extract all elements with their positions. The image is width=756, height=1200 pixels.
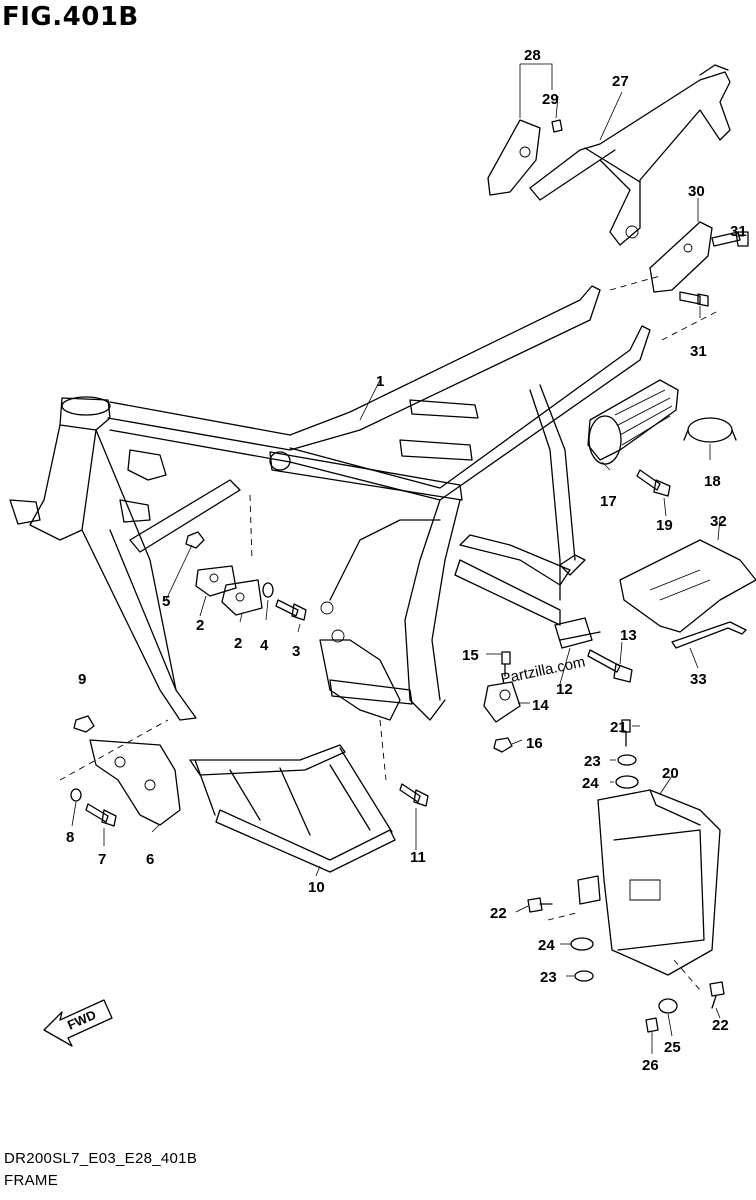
washer-8[interactable] — [70, 788, 82, 802]
cushion-12[interactable] — [554, 617, 601, 649]
callout-c23a[interactable]: 23 — [584, 753, 601, 770]
bolt-15[interactable] — [501, 651, 511, 677]
callout-c20[interactable]: 20 — [662, 765, 679, 782]
callout-c16[interactable]: 16 — [526, 735, 543, 752]
figure-title: FIG.401B — [2, 2, 139, 32]
callout-c14[interactable]: 14 — [532, 697, 549, 714]
cushion-23b[interactable] — [574, 970, 594, 982]
side-plate-30[interactable] — [649, 221, 713, 293]
callout-c31a[interactable]: 31 — [730, 223, 747, 240]
callout-c2a[interactable]: 2 — [196, 617, 204, 634]
nut-5[interactable] — [185, 531, 205, 549]
bolt-13[interactable] — [587, 649, 633, 683]
bolt-22b[interactable] — [709, 981, 725, 1009]
callout-c10[interactable]: 10 — [308, 879, 325, 896]
collar-26[interactable] — [645, 1017, 659, 1033]
main-frame[interactable] — [9, 285, 651, 721]
callout-c18[interactable]: 18 — [704, 473, 721, 490]
alignment-lines — [59, 275, 721, 991]
callout-c33[interactable]: 33 — [690, 671, 707, 688]
nut-16[interactable] — [493, 737, 513, 753]
callout-c3[interactable]: 3 — [292, 643, 300, 660]
bolt-31b[interactable] — [679, 291, 709, 307]
bolt-31a[interactable] — [711, 231, 749, 247]
callout-c8[interactable]: 8 — [66, 829, 74, 846]
strap-33[interactable] — [671, 621, 747, 649]
callout-c31b[interactable]: 31 — [690, 343, 707, 360]
callout-c21[interactable]: 21 — [610, 719, 627, 736]
cushion-14[interactable] — [483, 681, 521, 723]
bolt-19[interactable] — [636, 469, 671, 497]
callout-c17[interactable]: 17 — [600, 493, 617, 510]
callout-c11[interactable]: 11 — [410, 849, 426, 866]
callout-c2b[interactable]: 2 — [234, 635, 242, 652]
callout-c9[interactable]: 9 — [78, 671, 86, 688]
callout-c5[interactable]: 5 — [162, 593, 170, 610]
band-18[interactable] — [683, 417, 737, 443]
bolt-7[interactable] — [85, 803, 117, 827]
tool-case-17[interactable] — [587, 379, 679, 465]
leader-lines — [71, 63, 744, 1054]
bolt-3[interactable] — [275, 599, 307, 621]
callout-c27[interactable]: 27 — [612, 73, 629, 90]
skid-plate-10[interactable] — [189, 744, 396, 873]
side-plate-28[interactable] — [487, 119, 541, 196]
callout-c23b[interactable]: 23 — [540, 969, 557, 986]
callout-c12[interactable]: 12 — [556, 681, 573, 698]
callout-c19[interactable]: 19 — [656, 517, 673, 534]
callout-c25[interactable]: 25 — [664, 1039, 681, 1056]
fwd-label: FWD — [65, 1007, 98, 1033]
mat-32[interactable] — [619, 539, 756, 633]
callout-c22a[interactable]: 22 — [490, 905, 507, 922]
rear-frame-27[interactable] — [529, 64, 731, 246]
cushion-23a[interactable] — [617, 754, 637, 766]
callout-c7[interactable]: 7 — [98, 851, 106, 868]
section-title: FRAME — [4, 1172, 58, 1189]
callout-c15[interactable]: 15 — [462, 647, 479, 664]
callout-c29[interactable]: 29 — [542, 91, 559, 108]
callout-c4[interactable]: 4 — [260, 637, 269, 654]
callout-c30[interactable]: 30 — [688, 183, 705, 200]
battery-case-20[interactable] — [577, 789, 721, 976]
fwd-arrow-icon: FWD — [43, 999, 113, 1047]
callout-c26[interactable]: 26 — [642, 1057, 659, 1074]
cushion-24b[interactable] — [570, 937, 594, 951]
callout-c6[interactable]: 6 — [146, 851, 154, 868]
callout-c32[interactable]: 32 — [710, 513, 727, 530]
bolt-22a[interactable] — [527, 897, 553, 913]
nut-9[interactable] — [73, 715, 95, 733]
callout-c13[interactable]: 13 — [620, 627, 637, 644]
washer-4[interactable] — [262, 582, 274, 598]
callout-c1[interactable]: 1 — [376, 373, 384, 390]
watermark: Partzilla.com — [499, 653, 587, 687]
callout-c24a[interactable]: 24 — [582, 775, 599, 792]
engine-mount-bracket-lower[interactable] — [89, 739, 181, 826]
cushion-24a[interactable] — [615, 775, 639, 789]
bolt-21[interactable] — [621, 719, 631, 747]
model-code: DR200SL7_E03_E28_401B — [4, 1150, 198, 1167]
engine-mount-bracket-upper[interactable] — [195, 565, 263, 616]
cushion-25[interactable] — [658, 998, 678, 1014]
clip-29[interactable] — [551, 119, 563, 133]
callout-c24b[interactable]: 24 — [538, 937, 555, 954]
callout-c28[interactable]: 28 — [524, 47, 541, 64]
bolt-11[interactable] — [399, 783, 429, 807]
callout-c22b[interactable]: 22 — [712, 1017, 729, 1034]
